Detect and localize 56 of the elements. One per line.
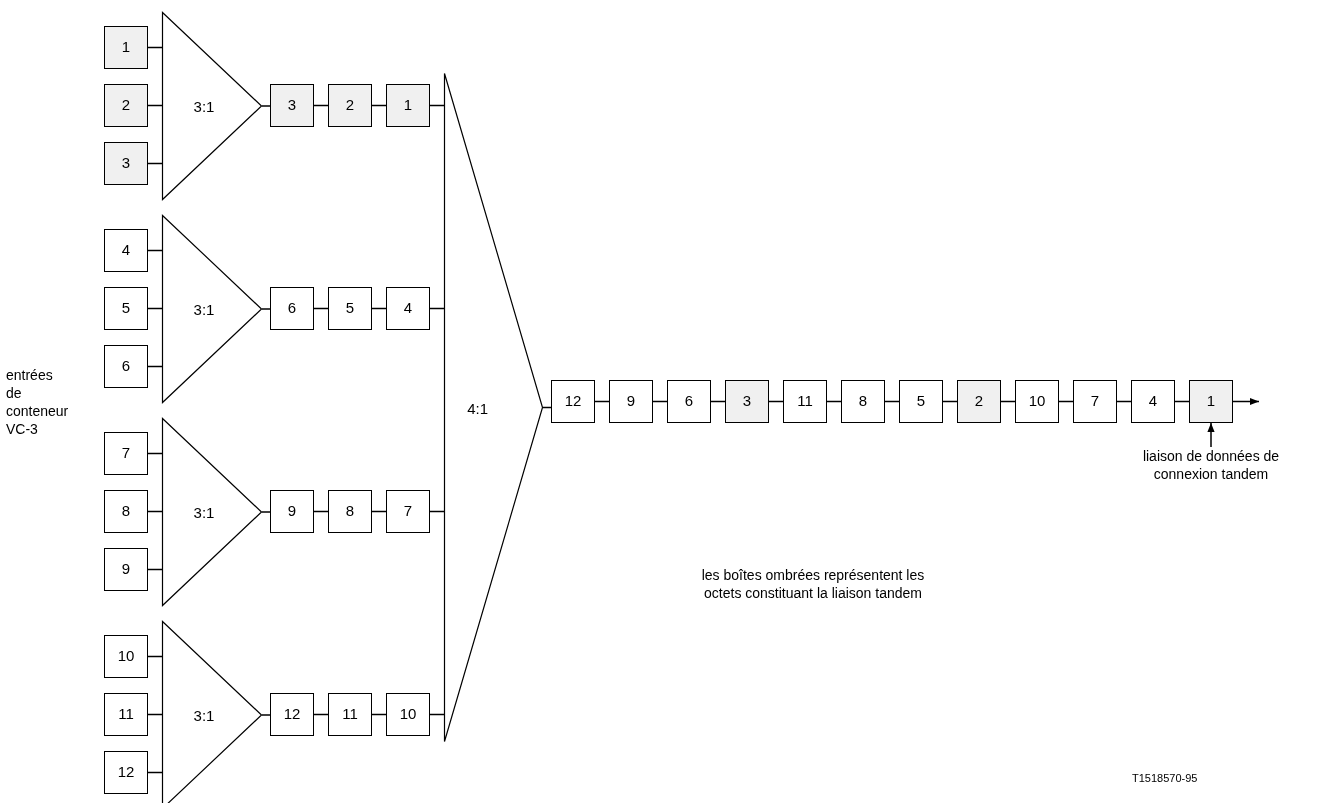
octet-box: 4 bbox=[386, 287, 430, 330]
ratio-label: 4:1 bbox=[467, 400, 489, 415]
multiplexer-triangle bbox=[444, 73, 543, 742]
octet-box: 4 bbox=[1131, 380, 1175, 423]
octet-box: 8 bbox=[328, 490, 372, 533]
octet-box: 8 bbox=[104, 490, 148, 533]
octet-box: 9 bbox=[270, 490, 314, 533]
octet-box: 6 bbox=[270, 287, 314, 330]
multiplexer-triangle bbox=[162, 12, 262, 200]
octet-box: 5 bbox=[899, 380, 943, 423]
connector-line bbox=[261, 105, 271, 107]
octet-box: 3 bbox=[104, 142, 148, 185]
ratio-label: 3:1 bbox=[193, 98, 215, 114]
octet-box: 10 bbox=[386, 693, 430, 736]
octet-box: 7 bbox=[1073, 380, 1117, 423]
octet-box: 10 bbox=[104, 635, 148, 678]
octet-box: 5 bbox=[328, 287, 372, 330]
octet-box: 2 bbox=[104, 84, 148, 127]
octet-box: 12 bbox=[551, 380, 595, 423]
octet-box: 3 bbox=[725, 380, 769, 423]
octet-box: 1 bbox=[1189, 380, 1233, 423]
ratio-label: 3:1 bbox=[193, 707, 215, 723]
octet-box: 11 bbox=[783, 380, 827, 423]
octet-box: 6 bbox=[667, 380, 711, 423]
multiplexer-triangle bbox=[162, 621, 262, 803]
note-text: les boîtes ombrées représentent les octets constituant la liaison tandem bbox=[700, 566, 926, 602]
octet-box: 4 bbox=[104, 229, 148, 272]
connector-line bbox=[261, 511, 271, 513]
octet-box: 6 bbox=[104, 345, 148, 388]
octet-box: 8 bbox=[841, 380, 885, 423]
annotation-text: liaison de données de connexion tandem bbox=[1126, 447, 1296, 491]
octet-box: 5 bbox=[104, 287, 148, 330]
connector-line bbox=[1232, 397, 1260, 406]
octet-box: 11 bbox=[328, 693, 372, 736]
multiplexer-triangle bbox=[162, 418, 262, 606]
connector-line bbox=[261, 308, 271, 310]
octet-box: 3 bbox=[270, 84, 314, 127]
input-caption: entrées de conteneur VC-3 bbox=[6, 366, 68, 438]
octet-box: 7 bbox=[104, 432, 148, 475]
figure-id: T1518570-95 bbox=[1132, 773, 1198, 784]
octet-box: 2 bbox=[328, 84, 372, 127]
connector-line bbox=[1207, 422, 1215, 448]
octet-box: 12 bbox=[270, 693, 314, 736]
octet-box: 9 bbox=[609, 380, 653, 423]
octet-box: 11 bbox=[104, 693, 148, 736]
octet-box: 2 bbox=[957, 380, 1001, 423]
octet-box: 10 bbox=[1015, 380, 1059, 423]
ratio-label: 3:1 bbox=[193, 504, 215, 520]
octet-box: 12 bbox=[104, 751, 148, 794]
multiplexer-triangle bbox=[162, 215, 262, 403]
octet-box: 1 bbox=[386, 84, 430, 127]
connector-line bbox=[261, 714, 271, 716]
octet-box: 9 bbox=[104, 548, 148, 591]
octet-box: 1 bbox=[104, 26, 148, 69]
octet-box: 7 bbox=[386, 490, 430, 533]
ratio-label: 3:1 bbox=[193, 301, 215, 317]
